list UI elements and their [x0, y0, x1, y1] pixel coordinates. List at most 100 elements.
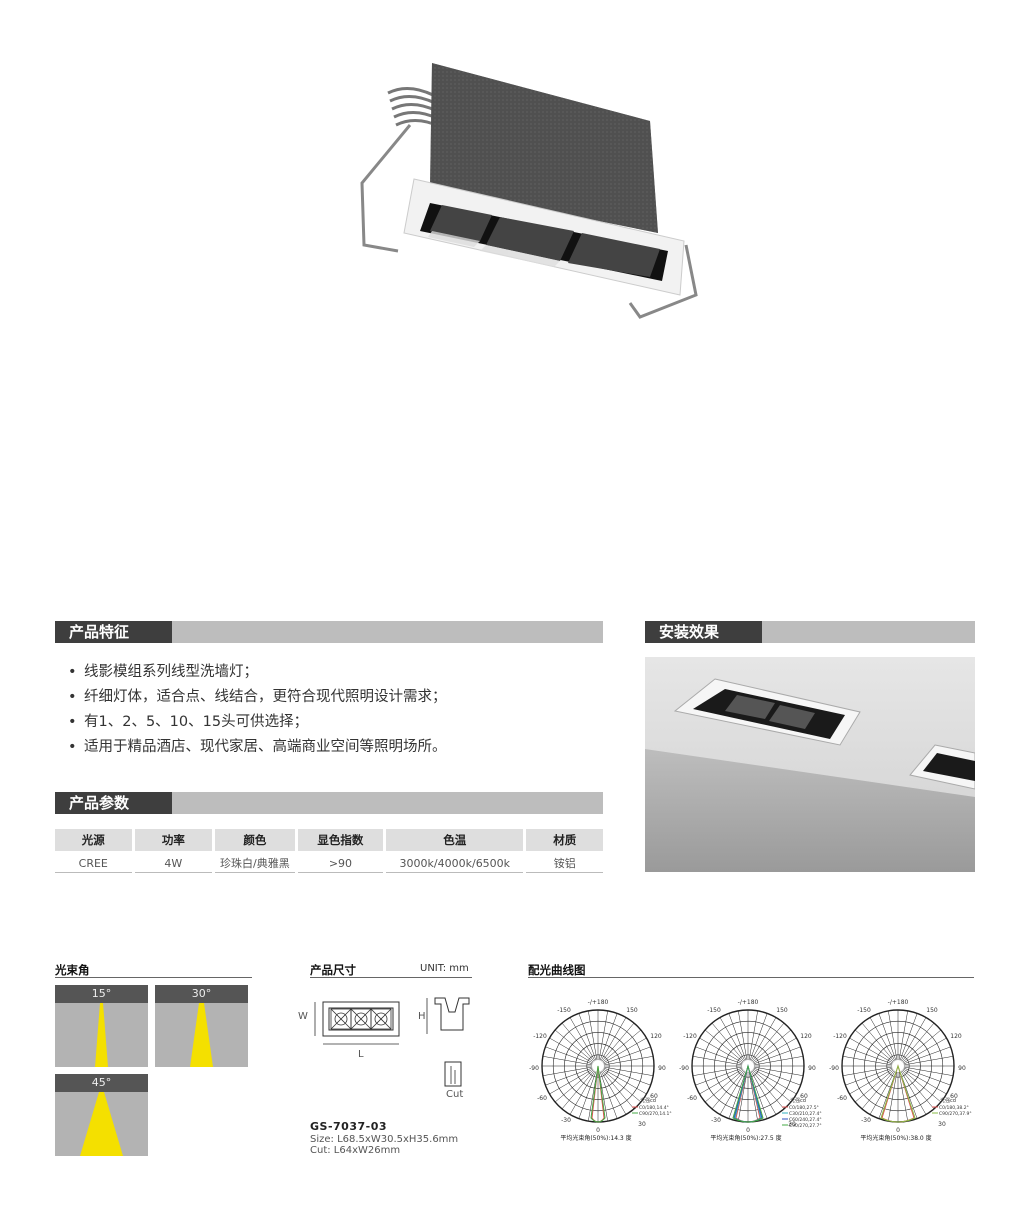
- params-header-cell: 功率: [134, 829, 213, 851]
- polar-spoke: [902, 1069, 942, 1103]
- polar-legend-label: C0/180,27.5°: [789, 1105, 819, 1111]
- polar-spoke: [903, 1046, 951, 1065]
- polar-spoke: [569, 1071, 596, 1115]
- polar-tick-label: 30: [788, 1121, 796, 1128]
- feature-item: 有1、2、5、10、15头可供选择；: [66, 710, 447, 735]
- polar-tick-label: -90: [829, 1065, 839, 1072]
- polar-spoke: [603, 1056, 654, 1066]
- beam-15-box: 15°: [55, 985, 148, 1067]
- polar-spoke: [603, 1068, 647, 1095]
- polar-spoke: [554, 1029, 594, 1063]
- polar-spoke: [545, 1046, 593, 1065]
- polar-caption: 平均光束角(50%):14.3 度: [560, 1134, 631, 1142]
- polar-tick-label: -30: [861, 1117, 871, 1124]
- polar-spoke: [545, 1067, 593, 1086]
- polar-tick-label: 120: [800, 1033, 812, 1040]
- polar-legend-title: 光强cd: [940, 1097, 956, 1104]
- polar-tick-label: 60: [800, 1093, 808, 1100]
- polar-spoke: [719, 1017, 746, 1061]
- params-value-cell: 3000k/4000k/6500k: [386, 855, 524, 873]
- params-header-cell: 光源: [55, 829, 132, 851]
- polar-spoke: [699, 1037, 743, 1064]
- beam-title: 光束角: [55, 963, 90, 977]
- polar-spoke: [861, 1070, 895, 1110]
- polar-spoke: [719, 1071, 746, 1115]
- install-effect-image: [645, 657, 975, 872]
- params-header-cell: 材质: [526, 829, 603, 851]
- polar-tick-label: 120: [650, 1033, 662, 1040]
- polar-spoke: [598, 1071, 608, 1122]
- polar-tick-label: -/+180: [588, 999, 609, 1006]
- polar-spoke: [899, 1013, 918, 1061]
- polar-tick-label: -60: [837, 1095, 847, 1102]
- polar-spoke: [900, 1071, 927, 1115]
- polar-spoke: [748, 1071, 758, 1122]
- polar-spoke: [578, 1013, 597, 1061]
- feature-item: 线影模组系列线型洗墙灯；: [66, 660, 447, 685]
- polar-spoke: [569, 1017, 596, 1061]
- polar-tick-label: 120: [950, 1033, 962, 1040]
- polar-spoke: [901, 1022, 935, 1062]
- beam-angle-label: 45°: [55, 1074, 148, 1092]
- polar-spoke: [903, 1067, 951, 1086]
- polar-tick-label: 90: [958, 1065, 966, 1072]
- features-header-tag: 产品特征: [55, 621, 172, 643]
- polar-tick-label: 150: [926, 1007, 938, 1014]
- polar-lobe: [732, 1064, 764, 1123]
- polar-spoke: [554, 1069, 594, 1103]
- polar-spoke: [750, 1017, 777, 1061]
- polar-tick-label: 90: [808, 1065, 816, 1072]
- polar-spoke: [752, 1069, 792, 1103]
- polar-caption: 平均光束角(50%):27.5 度: [710, 1134, 781, 1142]
- polar-spoke: [902, 1029, 942, 1063]
- polar-lobe: [880, 1064, 916, 1123]
- features-header-bar: 产品特征: [55, 621, 603, 643]
- polar-spoke: [561, 1022, 595, 1062]
- polar-spoke: [603, 1046, 651, 1065]
- feature-item: 纤细灯体，适合点、线结合，更符合现代照明设计需求；: [66, 685, 447, 710]
- polar-spoke: [578, 1071, 597, 1119]
- beam-30-box: 30°: [155, 985, 248, 1067]
- polar-legend-label: C60/240,27.4°: [789, 1117, 822, 1123]
- polar-caption: 平均光束角(50%):38.0 度: [860, 1134, 931, 1142]
- polar-spoke: [752, 1029, 792, 1063]
- polar-spoke: [753, 1067, 801, 1086]
- polar-spoke: [903, 1068, 947, 1095]
- polar-spoke: [903, 1066, 954, 1076]
- polar-spoke: [603, 1066, 654, 1076]
- polar-spoke: [861, 1022, 895, 1062]
- polar-spoke: [888, 1071, 898, 1122]
- polar-tick-label: 0: [746, 1127, 750, 1134]
- dims-cut-label: Cut: [446, 1089, 464, 1100]
- polar-spoke: [598, 1010, 608, 1061]
- polar-spoke: [753, 1066, 804, 1076]
- params-header-cell: 显色指数: [297, 829, 384, 851]
- install-header-tag: 安装效果: [645, 621, 762, 643]
- beam-15-cone: [95, 1003, 108, 1067]
- polar-tick-label: 90: [658, 1065, 666, 1072]
- polar-spoke: [900, 1017, 927, 1061]
- polar-spoke: [711, 1022, 745, 1062]
- polar-spoke: [692, 1056, 743, 1066]
- params-value-cell: >90: [297, 855, 384, 873]
- polar-spoke: [901, 1070, 935, 1110]
- params-value-cell: CREE: [55, 855, 132, 873]
- polar-spoke: [599, 1013, 618, 1061]
- curves-title: 配光曲线图: [528, 963, 586, 977]
- polar-spoke: [561, 1070, 595, 1110]
- polar-tick-label: -/+180: [888, 999, 909, 1006]
- polar-legend-title: 光强cd: [640, 1097, 656, 1104]
- params-header-row: 光源 功率 颜色 显色指数 色温 材质: [55, 829, 603, 851]
- polar-tick-label: -90: [679, 1065, 689, 1072]
- feature-item: 适用于精品酒店、现代家居、高端商业空间等照明场所。: [66, 735, 447, 760]
- polar-legend-label: C0/180,14.4°: [639, 1105, 669, 1111]
- polar-tick-label: 30: [938, 1121, 946, 1128]
- install-header-bar: 安装效果: [645, 621, 975, 643]
- dims-h-label: H: [418, 1011, 426, 1022]
- polar-spoke: [603, 1067, 651, 1086]
- polar-spoke: [728, 1013, 747, 1061]
- params-table: 光源 功率 颜色 显色指数 色温 材质 CREE 4W 珍珠白/典雅黑 >90 …: [55, 829, 603, 873]
- dims-drawing: [314, 997, 470, 1087]
